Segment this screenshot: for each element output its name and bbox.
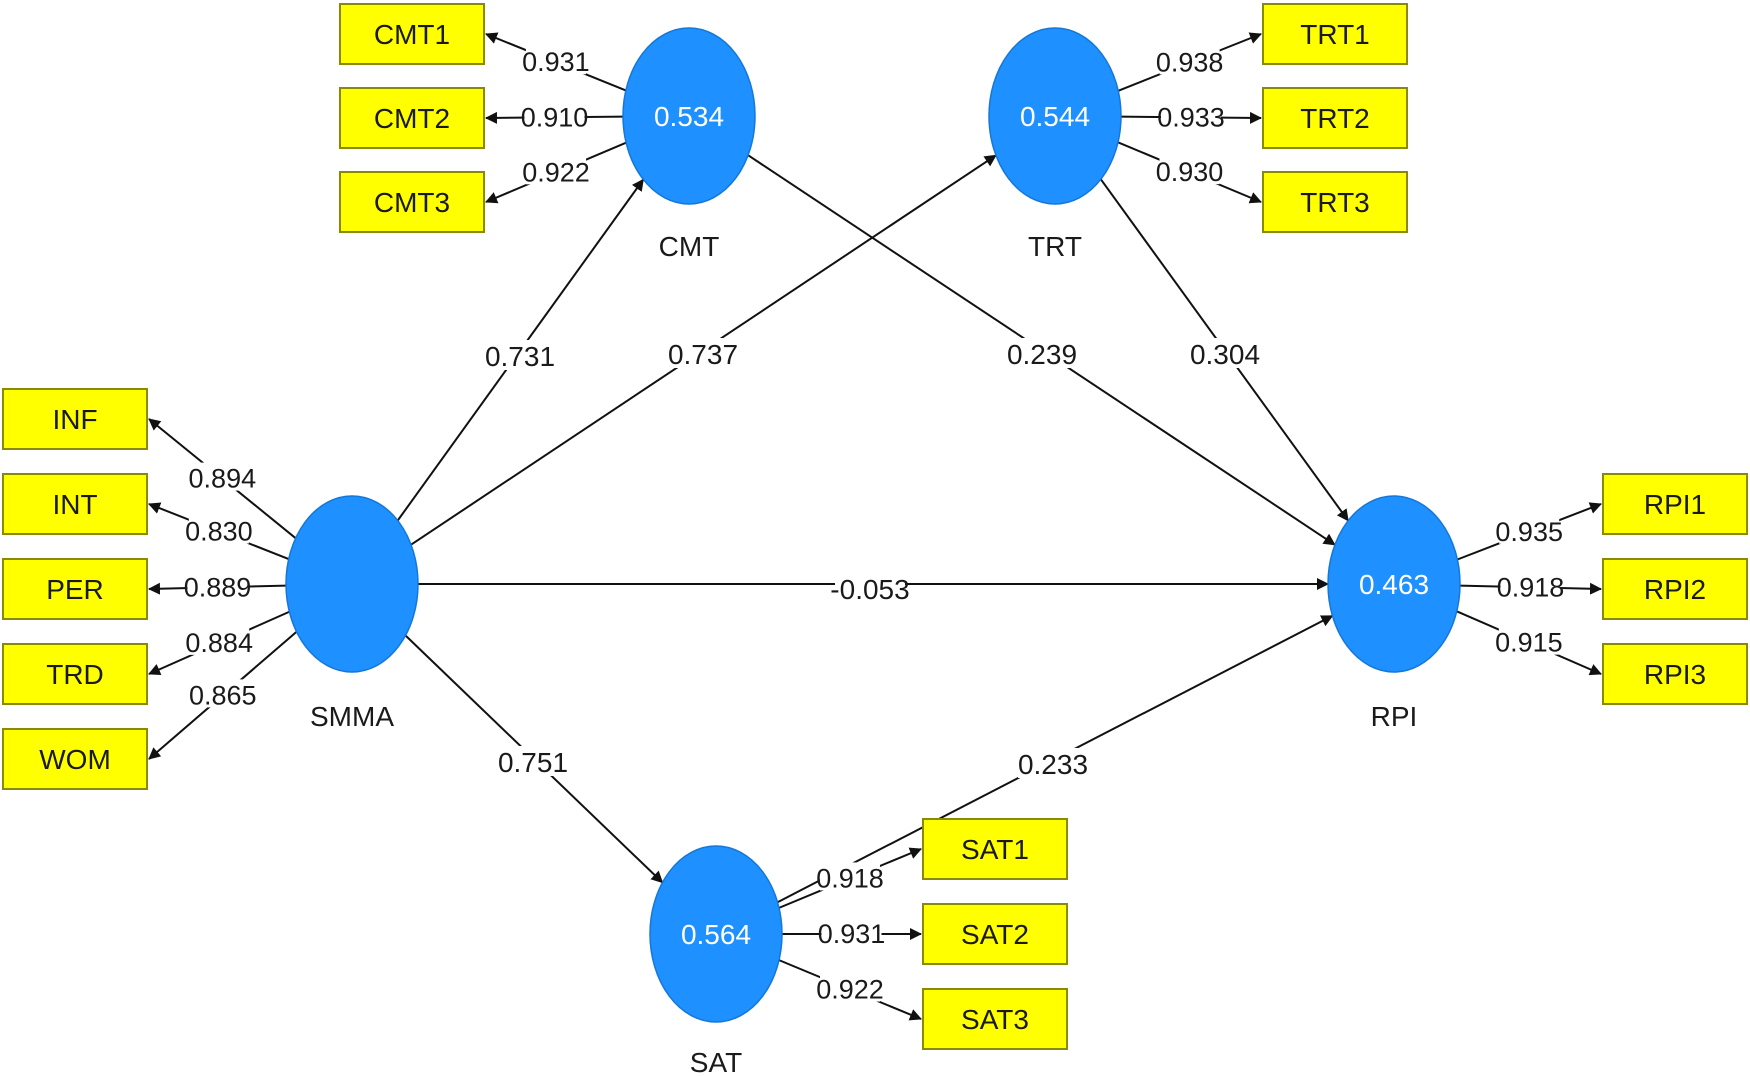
indicator-label: INF <box>52 404 97 435</box>
indicator-wom[interactable]: WOM <box>2 728 148 790</box>
loading-value-sat2: 0.931 <box>818 919 886 949</box>
loading-value-cmt2: 0.910 <box>521 102 589 132</box>
indicator-sat3[interactable]: SAT3 <box>922 988 1068 1050</box>
indicator-label: SAT1 <box>961 834 1029 865</box>
indicator-label: RPI1 <box>1644 489 1706 520</box>
indicator-trt1[interactable]: TRT1 <box>1262 3 1408 65</box>
indicator-box <box>1262 171 1408 233</box>
construct-name: RPI <box>1371 701 1418 732</box>
construct-circle <box>988 27 1122 205</box>
path-coefficient-cmt-rpi: 0.239 <box>1007 339 1077 370</box>
indicator-box <box>1602 473 1748 535</box>
indicator-box <box>339 171 485 233</box>
indicator-box <box>339 87 485 149</box>
labels-layer: 0.731 0.737 0.239 0.304 -0.053 0.751 0.233 0.93… <box>184 46 1565 1005</box>
loading-value-wom: 0.865 <box>189 680 257 710</box>
indicator-cmt1[interactable]: CMT1 <box>339 3 485 65</box>
loading-value-trt1: 0.938 <box>1156 47 1224 77</box>
indicator-label: CMT1 <box>374 19 450 50</box>
indicator-label: SAT2 <box>961 919 1029 950</box>
indicator-rpi3[interactable]: RPI3 <box>1602 643 1748 705</box>
indicator-label: TRT3 <box>1300 187 1370 218</box>
indicator-box <box>339 3 485 65</box>
loading-value-rpi2: 0.918 <box>1497 572 1565 602</box>
indicator-box <box>1262 3 1408 65</box>
indicator-box <box>1602 643 1748 705</box>
indicator-label: SAT3 <box>961 1004 1029 1035</box>
indicator-box <box>2 388 148 450</box>
indicator-sat2[interactable]: SAT2 <box>922 903 1068 965</box>
indicator-label: CMT2 <box>374 103 450 134</box>
construct-circle <box>649 845 783 1023</box>
construct-smma[interactable]: SMMA <box>285 495 419 732</box>
indicator-label: TRD <box>46 659 104 690</box>
loading-value-cmt1: 0.931 <box>522 47 590 77</box>
construct-r-squared: 0.544 <box>1020 101 1090 132</box>
loading-value-sat1: 0.918 <box>816 863 884 893</box>
indicator-box <box>922 903 1068 965</box>
loading-value-rpi3: 0.915 <box>1495 628 1563 658</box>
indicator-box <box>2 728 148 790</box>
indicator-label: INT <box>52 489 97 520</box>
construct-name: SMMA <box>310 701 394 732</box>
construct-r-squared: 0.534 <box>654 101 724 132</box>
indicator-box <box>922 818 1068 880</box>
path-coefficient-trt-rpi: 0.304 <box>1190 339 1260 370</box>
loading-value-per: 0.889 <box>184 572 252 602</box>
indicator-sat1[interactable]: SAT1 <box>922 818 1068 880</box>
indicator-rpi2[interactable]: RPI2 <box>1602 558 1748 620</box>
construct-name: CMT <box>659 231 720 262</box>
loading-value-cmt3: 0.922 <box>522 157 590 187</box>
indicator-box <box>2 473 148 535</box>
indicator-per[interactable]: PER <box>2 558 148 620</box>
indicator-box <box>1602 558 1748 620</box>
loading-value-sat3: 0.922 <box>816 975 884 1005</box>
loading-value-trt3: 0.930 <box>1156 157 1224 187</box>
construct-circle <box>1327 495 1461 673</box>
loading-value-inf: 0.894 <box>189 464 257 494</box>
path-coefficient-smma-rpi: -0.053 <box>830 574 909 605</box>
indicator-label: CMT3 <box>374 187 450 218</box>
loading-value-trt2: 0.933 <box>1157 102 1225 132</box>
indicator-box <box>922 988 1068 1050</box>
indicator-label: WOM <box>39 744 111 775</box>
indicator-box <box>2 558 148 620</box>
loading-value-int: 0.830 <box>185 517 253 547</box>
indicator-trd[interactable]: TRD <box>2 643 148 705</box>
construct-name: SAT <box>690 1047 742 1076</box>
indicator-box <box>1262 87 1408 149</box>
construct-r-squared: 0.463 <box>1359 569 1429 600</box>
indicator-trt2[interactable]: TRT2 <box>1262 87 1408 149</box>
indicator-label: PER <box>46 574 104 605</box>
indicator-label: RPI2 <box>1644 574 1706 605</box>
path-coefficient-sat-rpi: 0.233 <box>1018 749 1088 780</box>
indicator-rpi1[interactable]: RPI1 <box>1602 473 1748 535</box>
construct-circle <box>622 27 756 205</box>
indicator-box <box>2 643 148 705</box>
construct-name: TRT <box>1028 231 1082 262</box>
indicator-cmt2[interactable]: CMT2 <box>339 87 485 149</box>
indicator-inf[interactable]: INF <box>2 388 148 450</box>
indicator-trt3[interactable]: TRT3 <box>1262 171 1408 233</box>
indicator-label: TRT1 <box>1300 19 1370 50</box>
path-coefficient-smma-sat: 0.751 <box>498 747 568 778</box>
path-coefficient-smma-cmt: 0.731 <box>485 341 555 372</box>
path-coefficient-smma-trt: 0.737 <box>668 339 738 370</box>
indicator-int[interactable]: INT <box>2 473 148 535</box>
indicator-cmt3[interactable]: CMT3 <box>339 171 485 233</box>
construct-r-squared: 0.564 <box>681 919 751 950</box>
indicator-label: TRT2 <box>1300 103 1370 134</box>
loading-value-rpi1: 0.935 <box>1495 517 1563 547</box>
construct-circle <box>285 495 419 673</box>
indicator-label: RPI3 <box>1644 659 1706 690</box>
loading-value-trd: 0.884 <box>185 628 253 658</box>
